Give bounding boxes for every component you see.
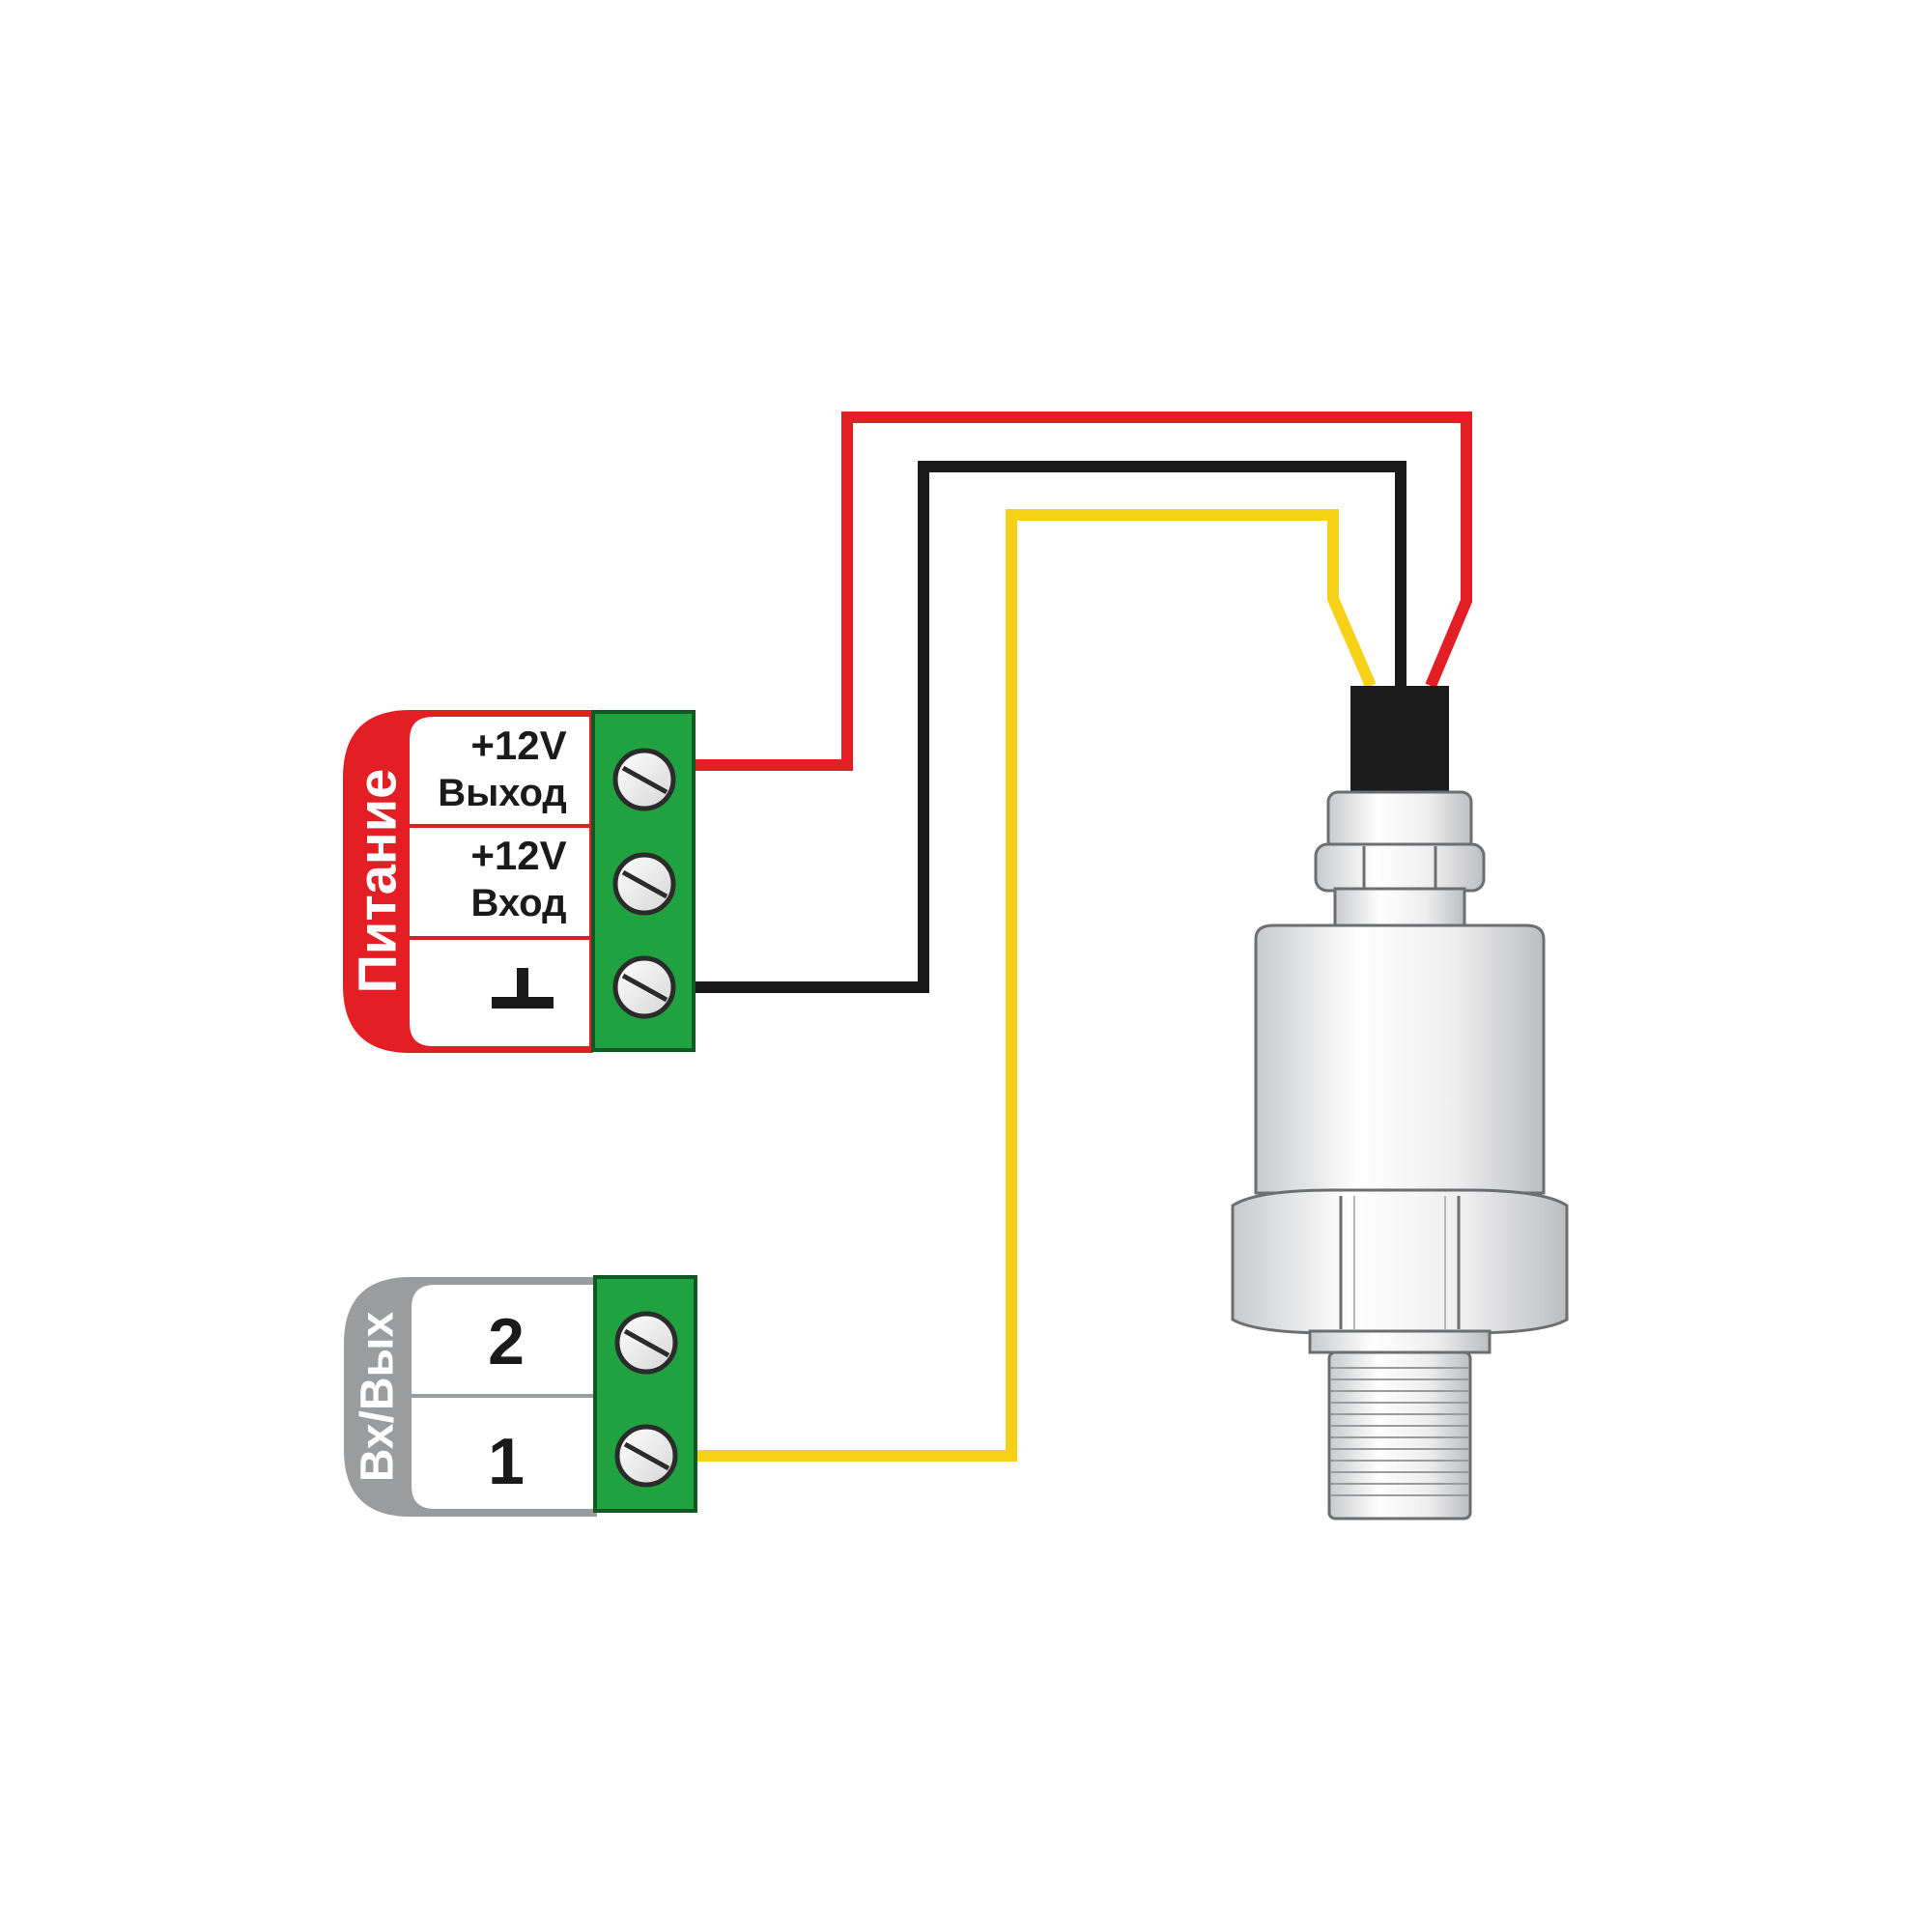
terminal-label-12v-out-line2: Выход: [438, 772, 567, 814]
sensor-top-cap: [1326, 790, 1473, 852]
signal-wire: [696, 509, 1377, 1462]
power-label-panel: [410, 717, 589, 1046]
screw-terminal-12v-out[interactable]: [612, 748, 676, 811]
sensor-thread-lines: [1331, 1367, 1468, 1496]
sensor-neck: [1333, 887, 1466, 929]
sensor-cable-sleeve: [1350, 686, 1449, 792]
io-connector-block: Вх/Вых 2 1: [344, 1275, 697, 1517]
sensor-hex-nut: [1231, 1188, 1569, 1335]
screw-terminal-io-1[interactable]: [614, 1424, 678, 1488]
screw-terminal-12v-in[interactable]: [612, 852, 676, 916]
terminal-label-12v-in-line2: Вход: [471, 882, 567, 924]
terminal-label-12v-in-line1: +12V: [470, 833, 566, 878]
sensor-small-nut: [1314, 842, 1486, 893]
sensor-body: [1254, 923, 1546, 1195]
screw-terminal-ground[interactable]: [612, 955, 676, 1019]
io-terminal-label-1: 1: [488, 1425, 525, 1498]
power-plus-wire: [694, 412, 1472, 771]
io-terminal-label-2: 2: [488, 1305, 525, 1378]
power-connector-block: Питание +12V Выход +12V Вход: [343, 710, 696, 1053]
wires: [694, 412, 1472, 1462]
ground-symbol-icon: [492, 968, 554, 1009]
sensor-thread: [1327, 1350, 1472, 1520]
terminal-label-12v-out-line1: +12V: [470, 723, 566, 768]
pressure-sensor-icon: [1231, 686, 1569, 1520]
ground-wire: [694, 461, 1406, 993]
power-side-label: Питание: [347, 769, 408, 994]
io-side-label: Вх/Вых: [353, 1311, 404, 1482]
screw-terminal-io-2[interactable]: [614, 1311, 678, 1375]
sensor-collar: [1308, 1329, 1492, 1354]
